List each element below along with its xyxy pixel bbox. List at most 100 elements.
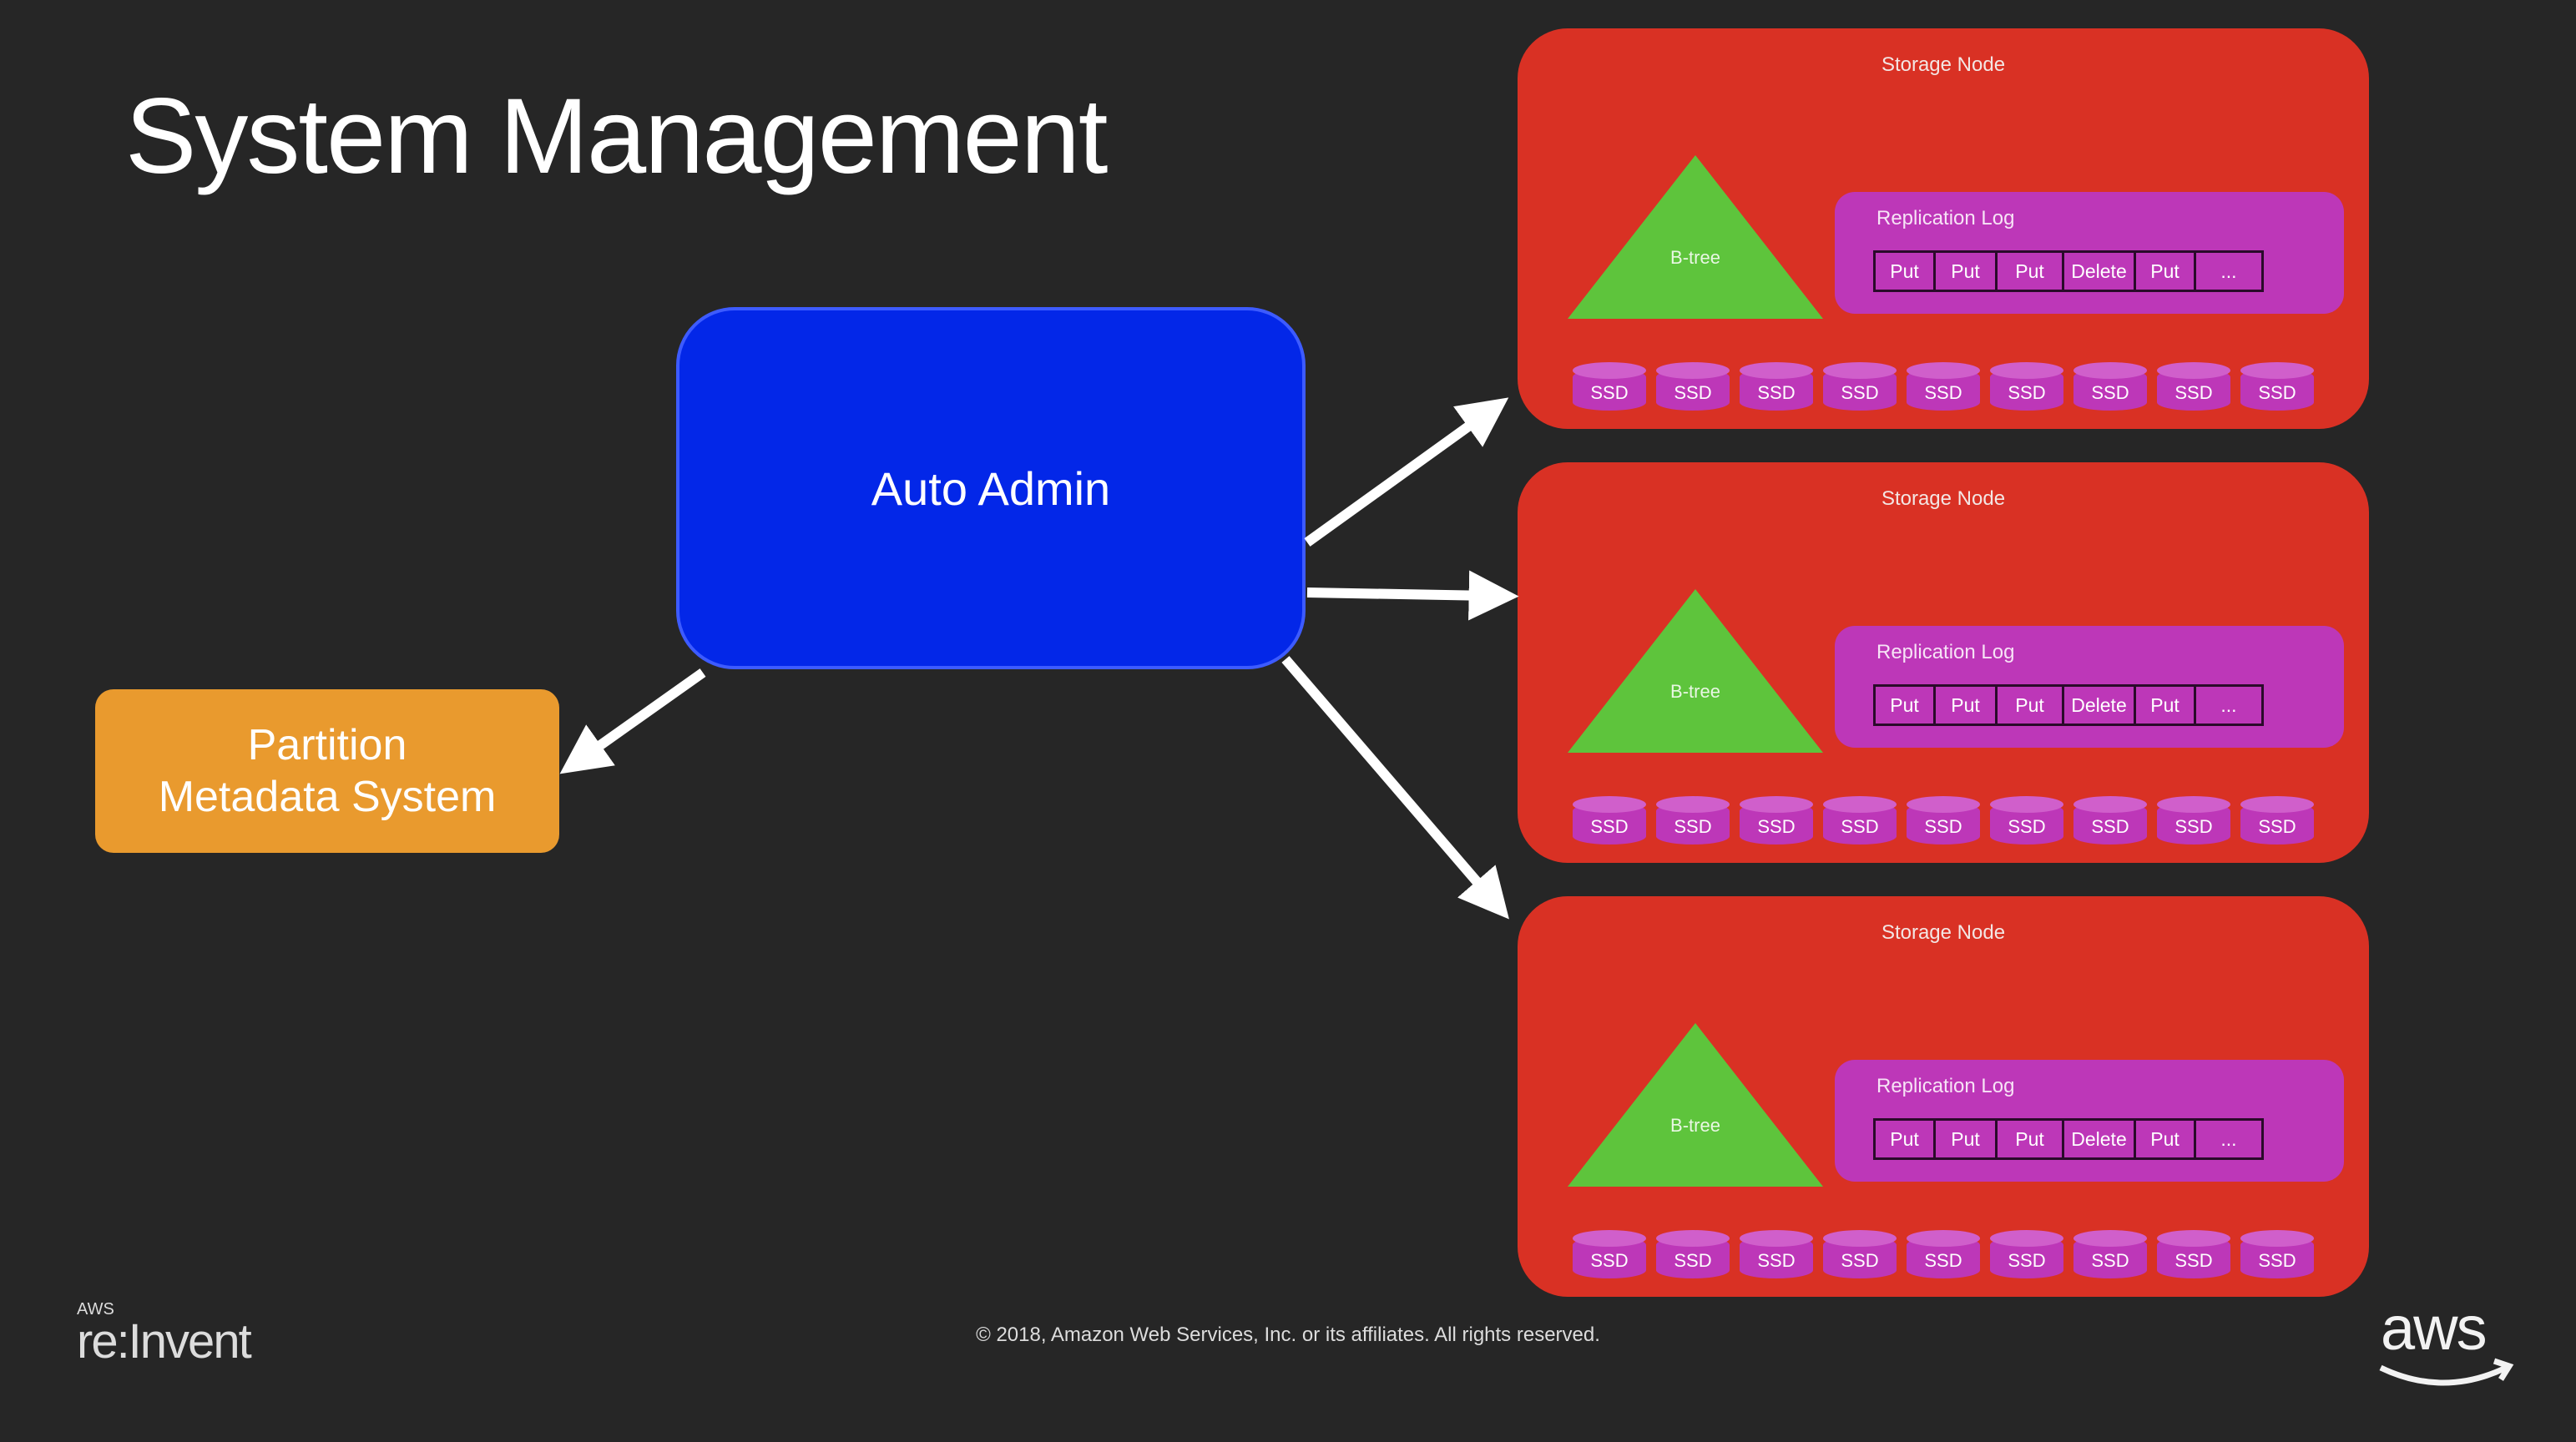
ssd-label: SSD [1924, 382, 1962, 403]
ssd-label: SSD [2008, 1250, 2046, 1271]
btree: B-tree [1568, 155, 1823, 322]
ssd-disk-icon: SSD [2073, 362, 2147, 411]
log-entry: ... [2220, 1127, 2237, 1150]
ssd-disk-icon: SSD [1656, 796, 1730, 845]
ssd-disk-icon: SSD [2073, 796, 2147, 845]
ssd-label: SSD [2091, 382, 2129, 403]
ssd-disk-icon: SSD [1573, 1230, 1646, 1278]
svg-text:AWS: AWS [77, 1300, 114, 1318]
ssd-disk-icon: SSD [1907, 362, 1980, 411]
ssd-label: SSD [2008, 382, 2046, 403]
ssd-label: SSD [1841, 382, 1879, 403]
log-entry: Put [2136, 687, 2196, 724]
replication-log: Replication Log Put Put Put Delete Put .… [1835, 626, 2344, 748]
ssd-label: SSD [2008, 816, 2046, 837]
ssd-label: SSD [1674, 1250, 1712, 1271]
ssd-disk-icon: SSD [2240, 1230, 2314, 1278]
slide-title: System Management [125, 77, 1108, 196]
btree-label: B-tree [1670, 681, 1720, 702]
ssd-disk-icon: SSD [2157, 796, 2230, 845]
ssd-label: SSD [1590, 1250, 1629, 1271]
svg-text:aws: aws [2381, 1298, 2486, 1363]
log-entry: Put [2136, 253, 2196, 290]
btree-label: B-tree [1670, 247, 1720, 268]
ssd-label: SSD [1924, 1250, 1962, 1271]
replication-log-entries: Put Put Put Delete Put ... [1873, 684, 2264, 726]
replication-log: Replication Log Put Put Put Delete Put .… [1835, 192, 2344, 314]
ssd-disk-icon: SSD [1823, 796, 1897, 845]
arrow-to-storage-node-2 [1306, 570, 1519, 621]
ssd-label: SSD [1841, 816, 1879, 837]
partition-metadata-line1: Partition [247, 721, 407, 769]
log-entry: Put [1998, 687, 2064, 724]
btree-label: B-tree [1670, 1115, 1720, 1136]
storage-node: Storage Node B-tree Replication Log Put … [1518, 28, 2369, 429]
log-entry: Put [1936, 253, 1998, 290]
btree: B-tree [1568, 589, 1823, 756]
ssd-label: SSD [1757, 816, 1796, 837]
ssd-disk-icon: SSD [1656, 1230, 1730, 1278]
log-entry: Put [2136, 1121, 2196, 1157]
log-entry: Delete [2064, 687, 2136, 724]
ssd-row: SSD SSD SSD SSD SSD SSD SSD SSD SSD [1573, 1230, 2314, 1278]
ssd-label: SSD [1674, 382, 1712, 403]
storage-node: Storage Node B-tree Replication Log Put … [1518, 462, 2369, 863]
btree-triangle-icon [1568, 155, 1823, 319]
ssd-disk-icon: SSD [1656, 362, 1730, 411]
ssd-label: SSD [2174, 816, 2213, 837]
ssd-row: SSD SSD SSD SSD SSD SSD SSD SSD SSD [1573, 796, 2314, 845]
btree-triangle-icon [1568, 589, 1823, 753]
ssd-disk-icon: SSD [2073, 1230, 2147, 1278]
ssd-label: SSD [1590, 816, 1629, 837]
storage-node-label: Storage Node [1881, 53, 2006, 76]
ssd-disk-icon: SSD [1990, 796, 2063, 845]
ssd-label: SSD [1757, 382, 1796, 403]
partition-metadata-line2: Metadata System [158, 773, 497, 821]
log-entry: Put [1876, 1121, 1936, 1157]
auto-admin-box: Auto Admin [676, 307, 1306, 669]
log-entry: Put [1876, 253, 1936, 290]
ssd-label: SSD [2258, 1250, 2296, 1271]
ssd-disk-icon: SSD [2157, 362, 2230, 411]
ssd-disk-icon: SSD [1823, 1230, 1897, 1278]
log-entry: Delete [2064, 253, 2136, 290]
ssd-disk-icon: SSD [1740, 362, 1813, 411]
ssd-label: SSD [2258, 816, 2296, 837]
ssd-label: SSD [2174, 1250, 2213, 1271]
ssd-disk-icon: SSD [1907, 796, 1980, 845]
ssd-row: SSD SSD SSD SSD SSD SSD SSD SSD SSD [1573, 362, 2314, 411]
ssd-disk-icon: SSD [2157, 1230, 2230, 1278]
ssd-disk-icon: SSD [1573, 362, 1646, 411]
ssd-disk-icon: SSD [1573, 796, 1646, 845]
btree-triangle-icon [1568, 1023, 1823, 1187]
ssd-label: SSD [2258, 382, 2296, 403]
log-entry: Put [1936, 1121, 1998, 1157]
ssd-disk-icon: SSD [2240, 362, 2314, 411]
copyright-footer: © 2018, Amazon Web Services, Inc. or its… [976, 1324, 1600, 1346]
storage-node-label: Storage Node [1881, 487, 2006, 510]
ssd-disk-icon: SSD [1990, 1230, 2063, 1278]
ssd-label: SSD [2174, 382, 2213, 403]
auto-admin-label: Auto Admin [871, 461, 1111, 515]
log-entry: ... [2220, 260, 2237, 282]
ssd-label: SSD [1924, 816, 1962, 837]
ssd-disk-icon: SSD [1740, 796, 1813, 845]
svg-text:re:Invent: re:Invent [77, 1314, 252, 1369]
storage-node-label: Storage Node [1881, 921, 2006, 944]
arrow-to-storage-node-1 [1304, 397, 1509, 547]
replication-log-label: Replication Log [1876, 1075, 2015, 1097]
ssd-label: SSD [1674, 816, 1712, 837]
log-entry: Delete [2064, 1121, 2136, 1157]
ssd-label: SSD [2091, 1250, 2129, 1271]
ssd-disk-icon: SSD [1907, 1230, 1980, 1278]
log-entry: Put [1876, 687, 1936, 724]
ssd-label: SSD [1841, 1250, 1879, 1271]
replication-log-entries: Put Put Put Delete Put ... [1873, 250, 2264, 292]
ssd-label: SSD [2091, 816, 2129, 837]
ssd-disk-icon: SSD [2240, 796, 2314, 845]
arrow-to-partition-metadata [559, 668, 706, 774]
log-entry: Put [1936, 687, 1998, 724]
aws-logo: aws [2372, 1293, 2523, 1402]
replication-log-entries: Put Put Put Delete Put ... [1873, 1118, 2264, 1160]
